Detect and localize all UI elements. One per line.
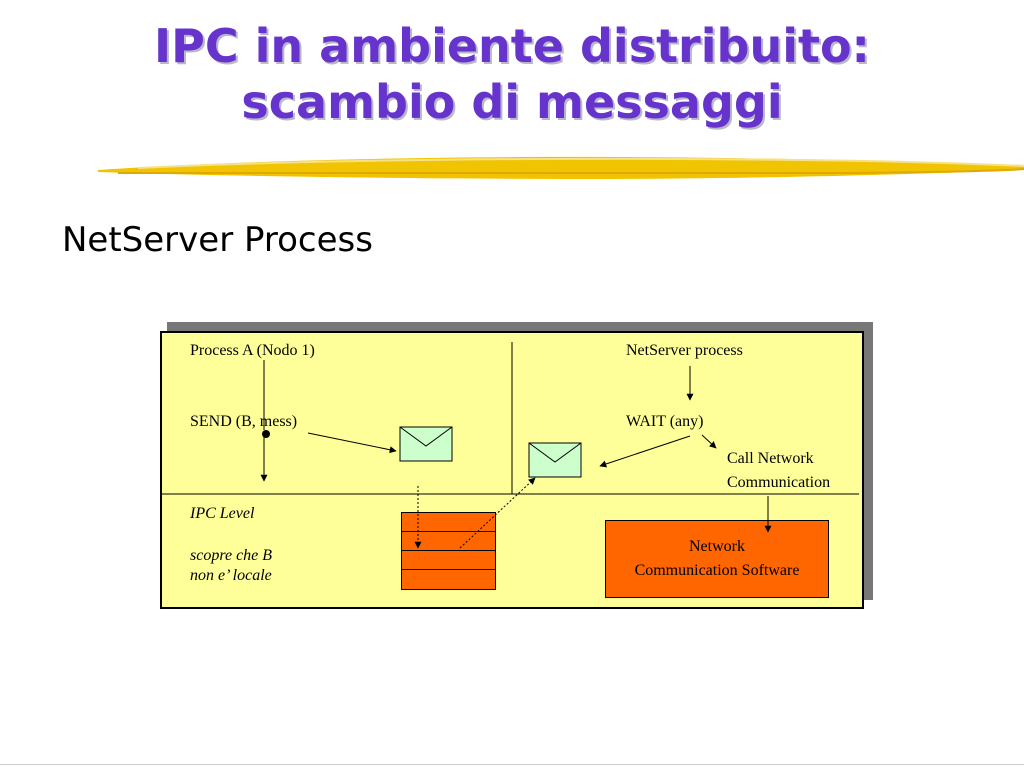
send-to-envelope-arrow xyxy=(307,432,397,454)
netserver-label: NetServer process xyxy=(626,342,743,359)
title-line-1: IPC in ambiente distribuito: xyxy=(154,19,870,73)
envelope-icon xyxy=(528,442,582,478)
call-network-label: Call Network Communication xyxy=(727,447,830,495)
queue-slot xyxy=(402,513,495,532)
wait-to-call-network-arrow xyxy=(701,434,717,449)
scopre-line-1: scopre che B xyxy=(190,547,273,564)
call-network-line-2: Communication xyxy=(727,474,831,491)
title-underline-brush xyxy=(98,156,1024,179)
footer-rule xyxy=(0,764,1024,765)
ipc-level-label: IPC Level xyxy=(190,505,255,522)
title-line-2: scambio di messaggi xyxy=(241,75,783,129)
queue-slot xyxy=(402,551,495,570)
slide-title: IPC in ambiente distribuito: scambio di … xyxy=(0,18,1024,130)
ncs-line-2: Communication Software xyxy=(634,562,800,579)
envelope-icon xyxy=(399,426,453,462)
queue-slot xyxy=(402,532,495,551)
ncs-line-1: Network xyxy=(689,538,745,555)
scopre-label: scopre che B non e’ locale xyxy=(190,546,272,586)
queue-to-envelope-dotted xyxy=(459,477,536,549)
wait-label: WAIT (any) xyxy=(626,413,704,430)
send-dot xyxy=(262,430,270,438)
network-communication-software-box: Network Communication Software xyxy=(605,520,829,598)
ipc-message-queue xyxy=(401,512,496,590)
call-network-line-1: Call Network xyxy=(727,450,814,467)
send-label: SEND (B, mess) xyxy=(190,413,298,430)
process-a-label: Process A (Nodo 1) xyxy=(190,342,315,359)
wait-to-envelope-arrow xyxy=(599,435,691,468)
scopre-line-2: non e’ locale xyxy=(190,567,272,584)
subtitle: NetServer Process xyxy=(62,220,373,260)
